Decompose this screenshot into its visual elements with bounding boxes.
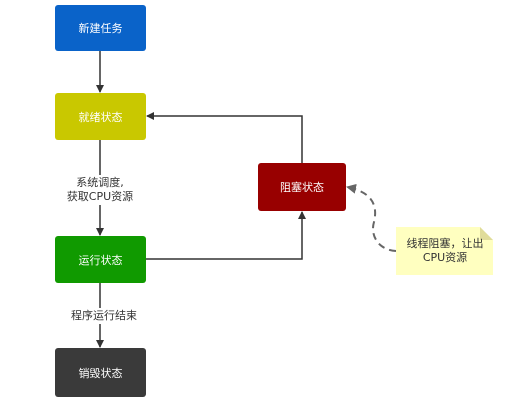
edge-running-to-blocked xyxy=(146,211,306,260)
sticky-note[interactable]: 线程阻塞，让出 CPU资源 xyxy=(396,227,493,275)
edge-label-scheduling-line1: 系统调度, xyxy=(76,176,124,189)
edge-label-scheduling-line2: 获取CPU资源 xyxy=(66,190,134,203)
sticky-note-line1: 线程阻塞，让出 xyxy=(406,237,484,250)
node-running-state-label: 运行状态 xyxy=(78,253,123,267)
node-blocked-state-label: 阻塞状态 xyxy=(280,181,324,194)
node-terminated-state-label: 销毁状态 xyxy=(78,366,123,380)
node-terminated-state[interactable]: 销毁状态 xyxy=(55,348,146,397)
edge-label-scheduling: 系统调度, 获取CPU资源 xyxy=(62,175,138,205)
node-ready-state[interactable]: 就绪状态 xyxy=(55,93,146,140)
edge-label-program-end: 程序运行结束 xyxy=(64,308,144,324)
sticky-note-text: 线程阻塞，让出 CPU资源 xyxy=(400,237,490,265)
node-blocked-state[interactable]: 阻塞状态 xyxy=(258,163,346,211)
sticky-note-line2: CPU资源 xyxy=(422,251,468,264)
node-new-task[interactable]: 新建任务 xyxy=(55,5,146,51)
edge-label-program-end-text: 程序运行结束 xyxy=(71,309,137,322)
node-ready-state-label: 就绪状态 xyxy=(78,110,123,124)
note-connector xyxy=(346,183,397,252)
edge-blocked-to-ready xyxy=(146,112,303,163)
sticky-note-shape xyxy=(396,227,493,275)
node-new-task-label: 新建任务 xyxy=(78,22,123,35)
node-running-state[interactable]: 运行状态 xyxy=(55,236,146,283)
